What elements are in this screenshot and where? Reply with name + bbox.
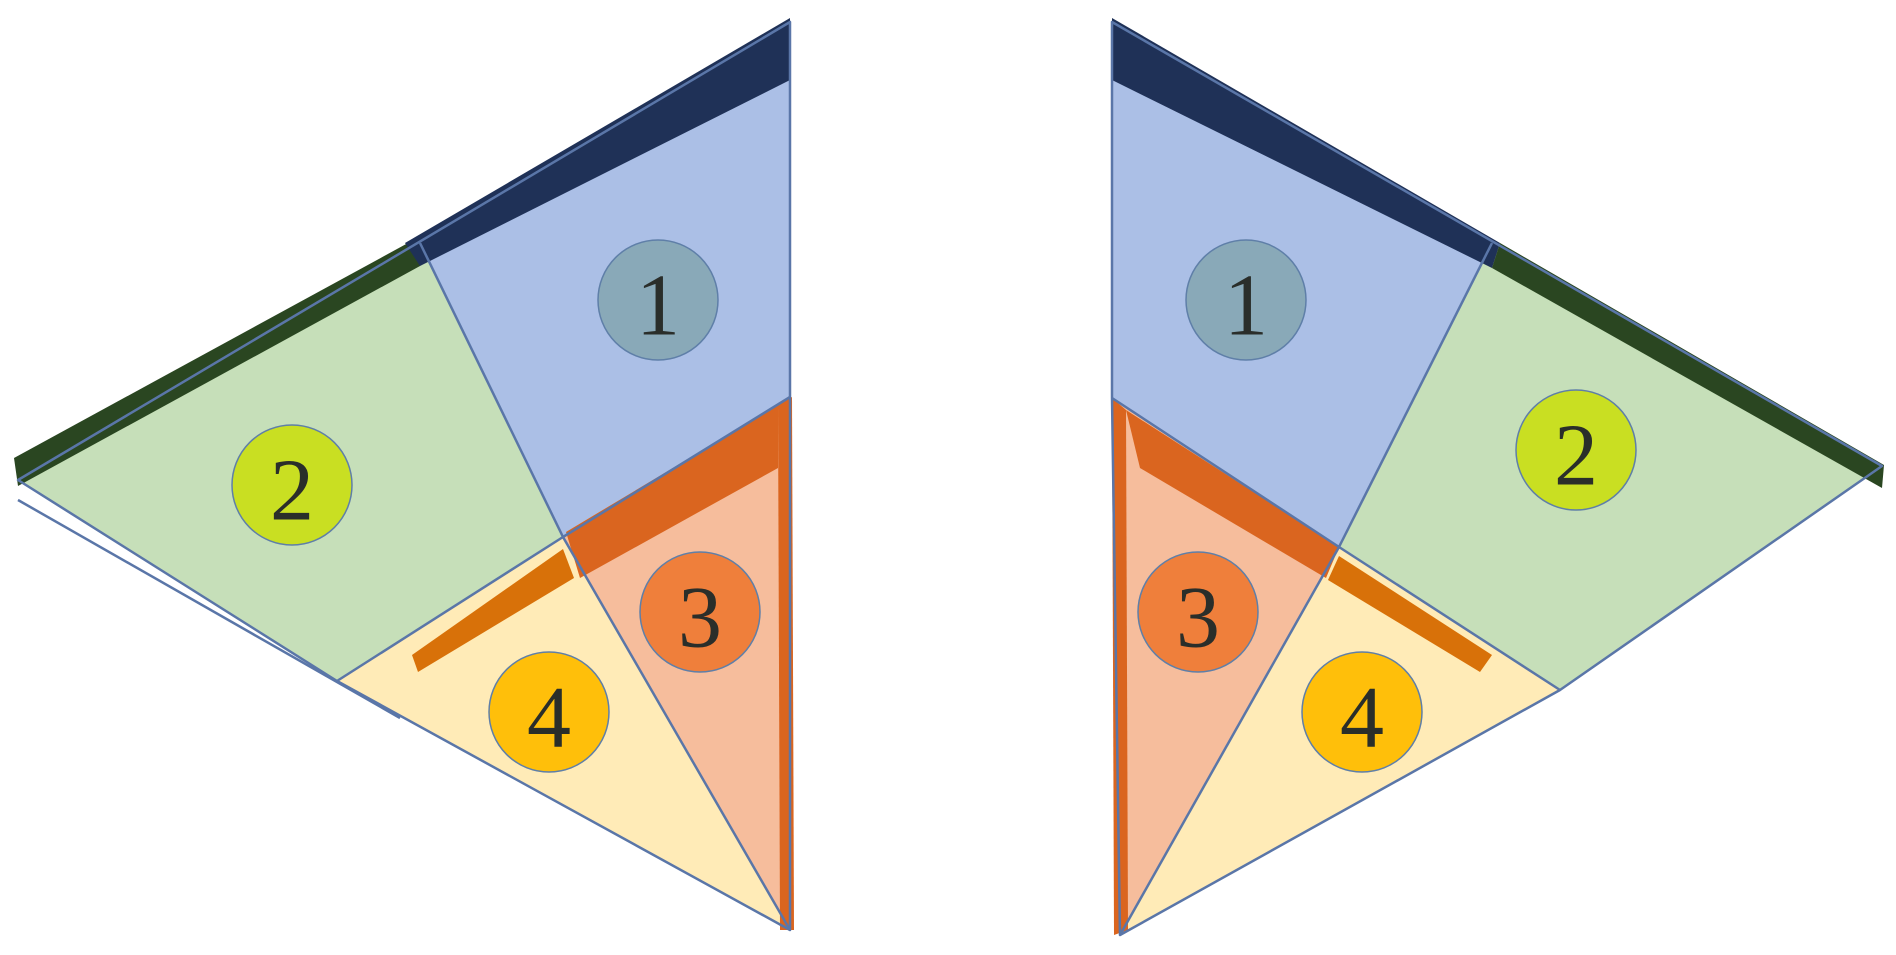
right-wing-diagram: 1 2 3 4	[1110, 18, 1884, 937]
right-badge-2: 2	[1515, 389, 1637, 511]
right-region-3-left-band	[1112, 398, 1128, 935]
right-top-band-green	[1492, 243, 1884, 488]
left-region-3-band	[566, 405, 778, 578]
left-badge-2: 2	[231, 424, 353, 546]
left-region-outlines	[16, 20, 792, 932]
left-badge-1: 1	[597, 239, 719, 361]
left-badge-2-label: 2	[270, 443, 314, 540]
left-top-band-green	[14, 243, 420, 486]
right-badge-4-label: 4	[1340, 670, 1384, 767]
right-region-outlines	[1110, 20, 1884, 937]
left-badge-3: 3	[639, 551, 761, 673]
right-badge-2-label: 2	[1554, 408, 1598, 505]
left-region-4-band	[412, 549, 574, 672]
right-badge-3-label: 3	[1176, 570, 1220, 667]
right-badge-3: 3	[1137, 551, 1259, 673]
left-badge-3-label: 3	[678, 570, 722, 667]
right-badge-1-label: 1	[1224, 258, 1268, 355]
left-badge-4-label: 4	[527, 670, 571, 767]
right-top-band-navy	[1112, 18, 1500, 268]
right-badge-1: 1	[1185, 239, 1307, 361]
left-region-3-right-band	[778, 397, 794, 930]
left-wing-diagram: 1 2 3 4	[14, 18, 794, 932]
right-region-3-band	[1126, 410, 1339, 578]
left-badge-4: 4	[488, 651, 610, 773]
left-badge-1-label: 1	[636, 258, 680, 355]
right-region-4-band	[1328, 556, 1492, 672]
right-badge-4: 4	[1301, 651, 1423, 773]
